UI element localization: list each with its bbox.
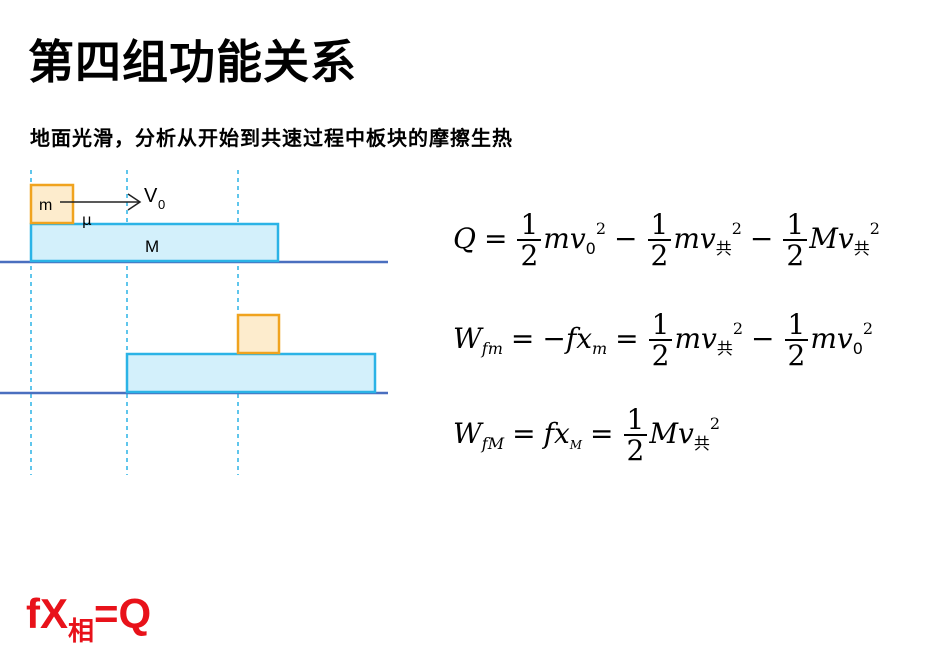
board-final (125, 352, 377, 394)
relative-displacement-formula: fX相=Q (26, 590, 151, 648)
block-label: m (39, 197, 52, 214)
page-subtitle: 地面光滑，分析从开始到共速过程中板块的摩擦生热 (30, 126, 513, 150)
formula-fx: fX (26, 590, 68, 637)
page-title: 第四组功能关系 (28, 35, 357, 89)
velocity-label: V (144, 185, 158, 207)
formula-subscript: 相 (68, 616, 95, 646)
block-final (236, 313, 281, 355)
board-block-diagram: M m V 0 μ (0, 170, 388, 475)
velocity-subscript: 0 (158, 197, 165, 212)
block-initial (29, 183, 75, 225)
formula-rest: =Q (94, 590, 152, 637)
friction-label: μ (82, 211, 92, 229)
board-initial (29, 222, 280, 263)
velocity-arrowhead (127, 193, 142, 211)
board-label: M (145, 237, 159, 256)
